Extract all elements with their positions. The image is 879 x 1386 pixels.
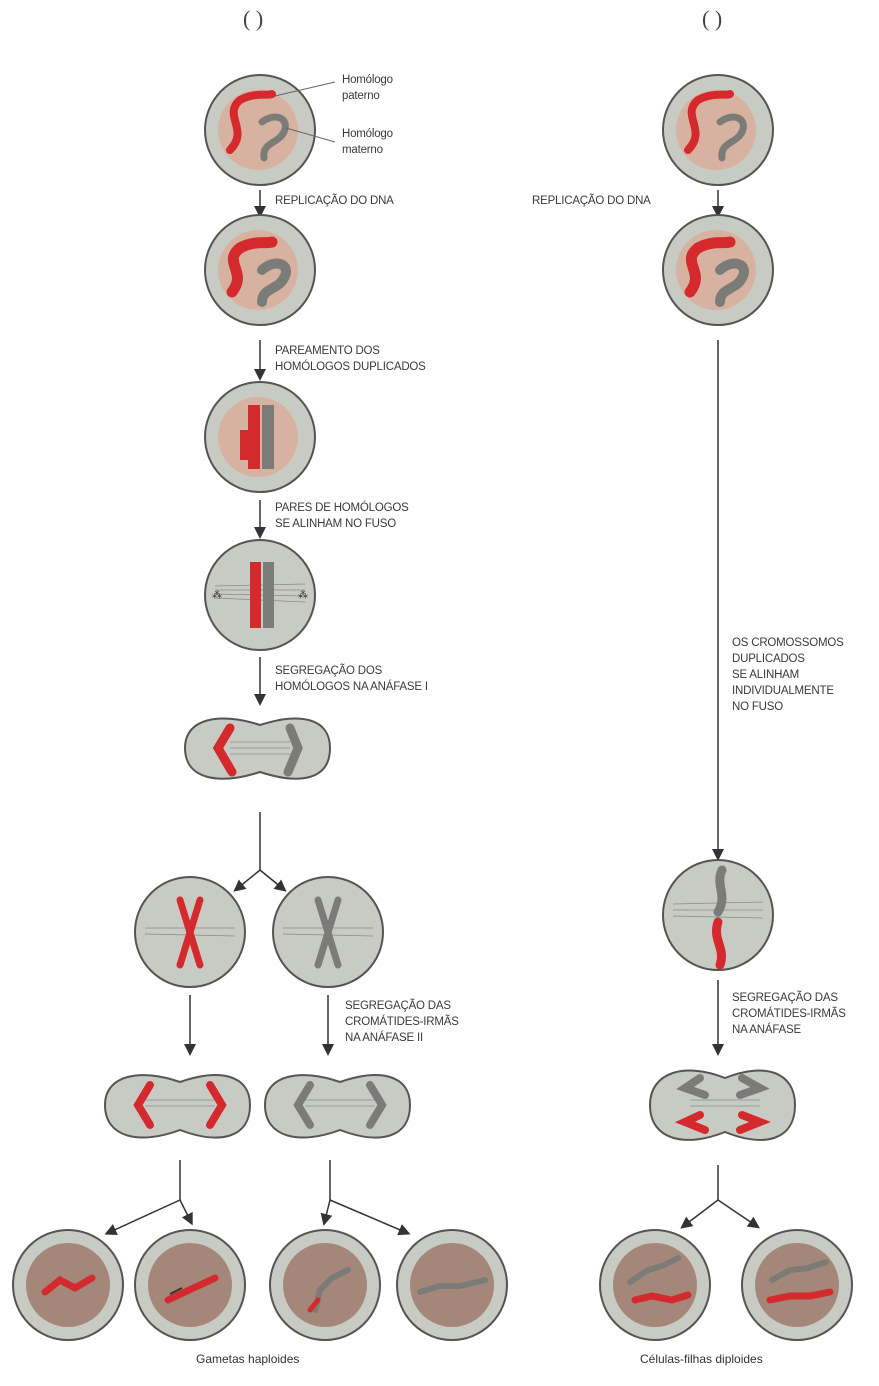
pairing-label: PAREAMENTO DOS HOMÓLOGOS DUPLICADOS: [275, 343, 426, 375]
meiosis-anaphase-one-cell: [185, 719, 330, 779]
mitosis-cell-1: [663, 75, 773, 185]
meiosis-anaphase-two-cell-left: [105, 1075, 250, 1137]
mitosis-metaphase-cell: [663, 860, 773, 970]
meiosis-cell-3: [205, 382, 315, 492]
anaphase-two-label: SEGREGAÇÃO DAS CROMÁTIDES-IRMÃS NA ANÁFA…: [345, 998, 459, 1046]
haploid-gamete-2: [135, 1230, 245, 1340]
align-pairs-label: PARES DE HOMÓLOGOS SE ALINHAM NO FUSO: [275, 500, 409, 532]
mitosis-anaphase-cell: [650, 1071, 795, 1140]
haploid-gamete-4: [397, 1230, 507, 1340]
haploid-gamete-3: [270, 1230, 380, 1340]
meiosis-two-cell-left: [135, 877, 245, 987]
mitosis-cell-2: [663, 215, 773, 325]
diploid-daughter-cell-2: [742, 1230, 852, 1340]
diploid-daughters-caption: Células-filhas diploides: [640, 1352, 763, 1366]
meiosis-cell-2: [205, 215, 315, 325]
svg-text:⁂: ⁂: [298, 590, 308, 601]
individual-alignment-label: OS CROMOSSOMOS DUPLICADOS SE ALINHAM IND…: [732, 635, 844, 715]
haploid-gamete-1: [13, 1230, 123, 1340]
paternal-homolog-label: Homólogo paterno: [342, 72, 393, 104]
maternal-homolog-label: Homólogo materno: [342, 126, 393, 158]
dna-replication-label-right: REPLICAÇÃO DO DNA: [532, 193, 651, 209]
mitosis-anaphase-label: SEGREGAÇÃO DAS CROMÁTIDES-IRMÃS NA ANÁFA…: [732, 990, 846, 1038]
anaphase-one-label: SEGREGAÇÃO DOS HOMÓLOGOS NA ANÁFASE I: [275, 663, 428, 695]
svg-text:⁂: ⁂: [212, 590, 222, 601]
diploid-daughter-cell-1: [600, 1230, 710, 1340]
meiosis-anaphase-two-cell-right: [265, 1075, 410, 1137]
haploid-gametes-caption: Gametas haploides: [196, 1352, 299, 1366]
meiosis-two-cell-right: [273, 877, 383, 987]
left-column-header: ( ): [243, 6, 263, 32]
right-column-header: ( ): [702, 6, 722, 32]
meiosis-cell-1: [205, 75, 315, 185]
dna-replication-label-left: REPLICAÇÃO DO DNA: [275, 193, 394, 209]
meiosis-cell-4: ⁂ ⁂: [205, 540, 315, 650]
